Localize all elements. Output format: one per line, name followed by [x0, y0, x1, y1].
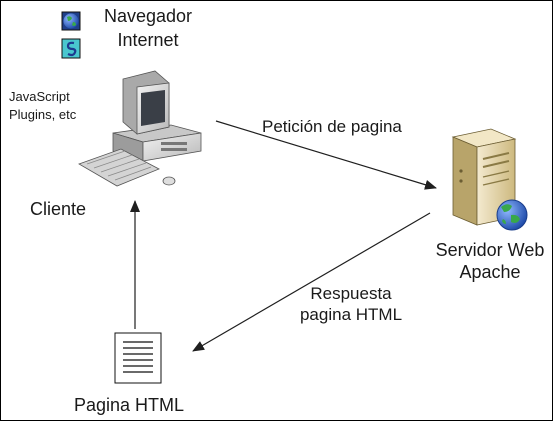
server-globe-icon: [496, 199, 528, 231]
response-label: Respuesta pagina HTML: [288, 284, 414, 326]
html-page-icon: [114, 332, 162, 384]
server-label-line1: Servidor Web: [435, 240, 545, 260]
response-arrow: [192, 212, 431, 352]
plugin-icon: [61, 38, 81, 59]
plugins-label: JavaScript Plugins, etc: [9, 89, 76, 122]
response-label-line1: Respuesta: [310, 284, 392, 303]
response-label-line2: pagina HTML: [299, 305, 403, 325]
request-label: Petición de pagina: [262, 117, 402, 136]
browser-label-line2: Internet: [117, 29, 179, 50]
client-label: Cliente: [30, 199, 87, 219]
plugins-label-line2: Plugins, etc: [9, 106, 77, 122]
page-label: Pagina HTML: [74, 395, 185, 415]
browser-label: Navegador Internet: [93, 6, 203, 51]
server-label-line2: Apache: [459, 261, 521, 282]
request-arrow: [215, 120, 437, 190]
browser-label-line1: Navegador: [103, 6, 193, 26]
server-label: Servidor Web Apache: [425, 240, 552, 283]
plugins-label-line1: JavaScript: [9, 89, 70, 104]
client-computer-icon: [78, 70, 202, 187]
browser-globe-icon: [61, 11, 81, 31]
